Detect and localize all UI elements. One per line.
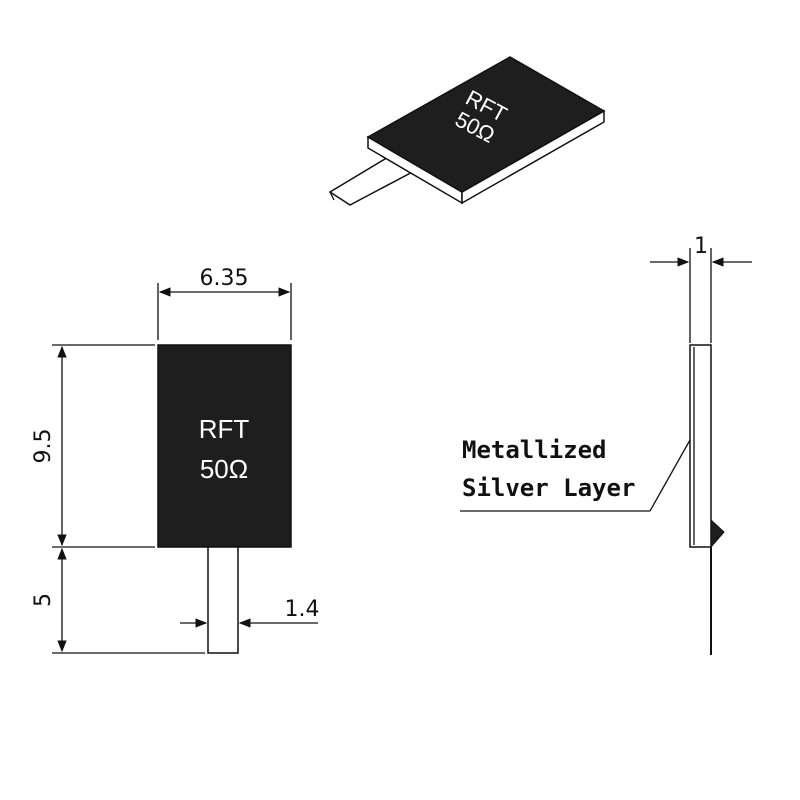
- dim-thickness: 1: [694, 234, 708, 259]
- dim-lead-length: 5: [31, 593, 56, 607]
- dim-body-width: 6.35: [200, 266, 249, 291]
- body-marking-line1: RFT: [199, 414, 250, 444]
- perspective-top-face: [366, 56, 606, 193]
- side-view: 1 Metallized Silver Layer: [460, 234, 752, 655]
- perspective-view: RFT 50Ω: [328, 56, 606, 206]
- callout-line2: Silver Layer: [462, 474, 635, 502]
- resistor-body: [157, 344, 292, 548]
- callout-line1: Metallized: [462, 436, 607, 464]
- resistor-lead: [207, 546, 239, 654]
- dim-lead-width: 1.4: [285, 597, 320, 622]
- dim-body-height: 9.5: [31, 429, 56, 464]
- body-marking-line2: 50Ω: [200, 454, 248, 484]
- side-body: [689, 344, 712, 548]
- side-solder: [710, 518, 725, 549]
- front-view: RFT 50Ω 6.35 9.5 5 1.4: [31, 266, 320, 654]
